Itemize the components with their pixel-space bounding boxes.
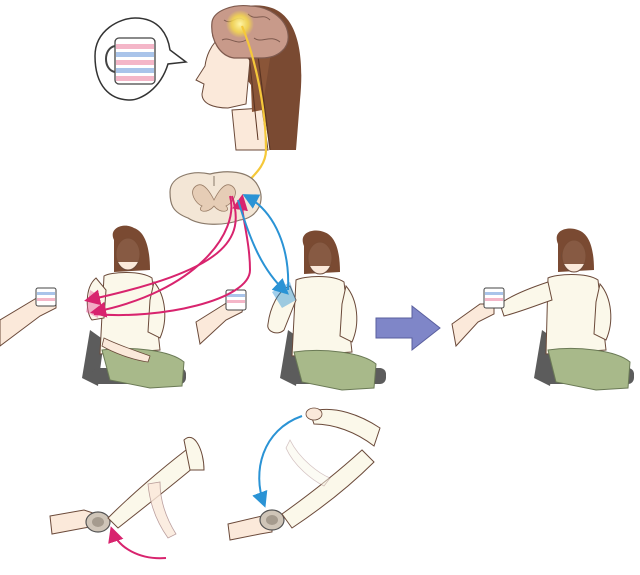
arm-detail-extension xyxy=(227,407,381,541)
right-arrow-icon xyxy=(375,304,441,352)
sensory-pathways xyxy=(237,194,290,295)
seated-woman-3 xyxy=(499,228,634,391)
seated-woman-1 xyxy=(82,225,186,389)
arm-detail-flexion xyxy=(49,437,205,560)
mug-icon xyxy=(483,287,505,309)
mug-icon xyxy=(35,287,57,307)
mug-icon xyxy=(105,37,156,85)
thought-bubble-icon xyxy=(94,17,188,101)
seated-woman-2 xyxy=(267,230,386,391)
helper-hand-middle xyxy=(195,289,247,345)
brain-icon xyxy=(211,5,289,59)
stretched-muscle xyxy=(272,282,296,308)
spinal-cord-section-icon xyxy=(169,171,262,225)
helper-hand-right xyxy=(451,303,495,348)
mug-icon xyxy=(225,289,247,311)
brain-activation-spot xyxy=(226,10,254,38)
helper-hand-left xyxy=(0,287,57,347)
